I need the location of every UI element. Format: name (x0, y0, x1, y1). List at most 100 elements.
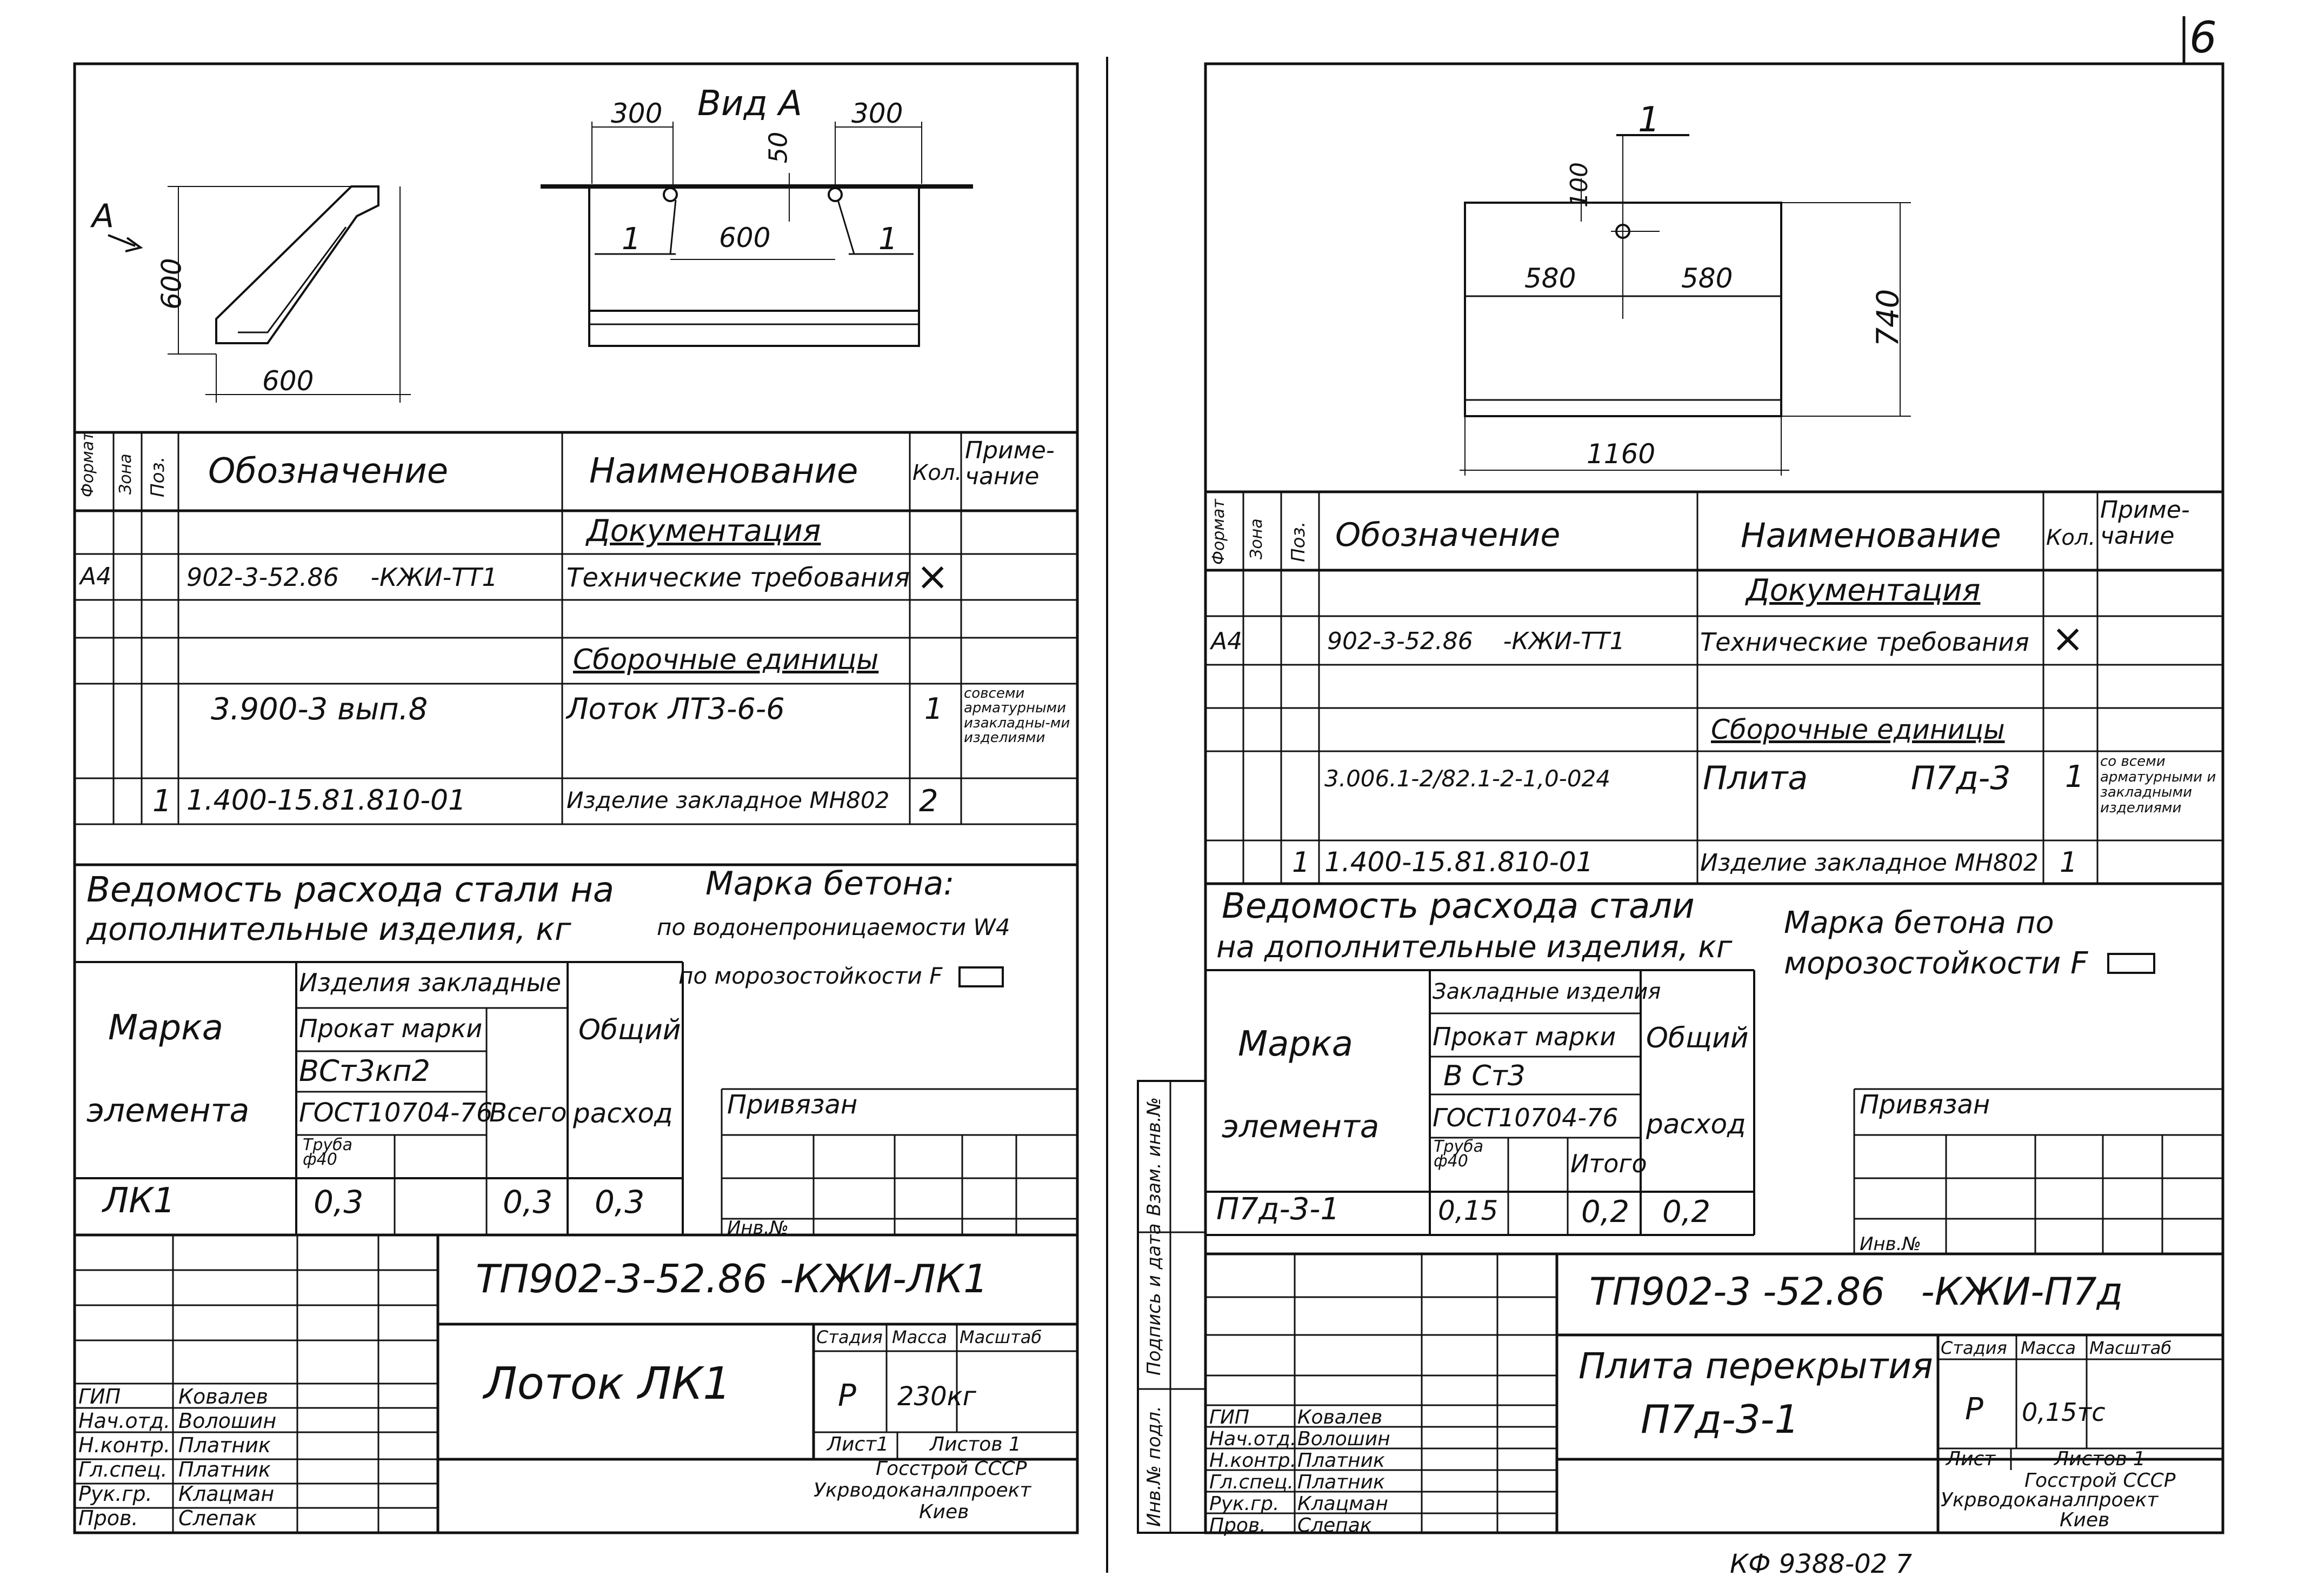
embedded-header: Изделия закладные (299, 968, 562, 997)
r-sheet: Лист (1946, 1448, 1996, 1470)
item-title: Лоток ЛК1 (484, 1358, 731, 1410)
role-person: Клацман (178, 1482, 275, 1506)
r-row1-qty: × (2051, 616, 2084, 661)
r-doc-code: ТП902-3 -52.86 -КЖИ-П7д (1589, 1270, 2123, 1314)
steel-title-1: Ведомость расхода стали на (86, 870, 615, 910)
role-title: ГИП (1209, 1406, 1250, 1428)
r-row3-name: Изделие закладное МН802 (1700, 849, 2039, 877)
steel-row-overall: 0,3 (595, 1184, 645, 1220)
r-overall-2: расход (1646, 1108, 1746, 1140)
r-item-title-1: Плита перекрытия (1578, 1345, 1933, 1387)
r-stage-header: Стадия (1941, 1338, 2007, 1358)
r-hdr-qty: Кол. (2046, 525, 2096, 550)
r-mass-header: Масса (2021, 1338, 2076, 1358)
role-person: Платник (178, 1458, 271, 1481)
role-title: Рук.гр. (1209, 1493, 1280, 1515)
r-hdr-zone: Зона (1247, 518, 1266, 559)
role-title: Пров. (1209, 1514, 1266, 1537)
r-hdr-note: Приме-чание (2100, 496, 2190, 550)
dim-740: 740 (1870, 289, 1906, 347)
hdr-name: Наименование (589, 451, 858, 491)
hdr-format: Формат (78, 431, 97, 497)
steel-grade: ВСт3кп2 (299, 1054, 430, 1088)
r-hdr-pos: Поз. (1288, 521, 1309, 562)
right-cut: 1 (1638, 100, 1660, 140)
role-person: Волошин (1297, 1428, 1390, 1450)
gost: ГОСТ10704-76 (299, 1098, 493, 1128)
hdr-pos: Поз. (147, 456, 169, 497)
sheets: Листов 1 (930, 1433, 1021, 1455)
r-row1-format: А4 (1211, 627, 1243, 655)
r-section-documentation: Документация (1746, 573, 1981, 608)
r-row1-designation: 902-3-52.86 -КЖИ-ТТ1 (1327, 627, 1625, 655)
role-title: Рук.гр. (78, 1482, 152, 1506)
concrete-3: по морозостойкости F (678, 963, 943, 989)
cut-1b: 1 (878, 222, 898, 257)
overall-2: расход (573, 1098, 673, 1129)
r-hdr-designation: Обозначение (1335, 516, 1561, 554)
r-rolled-header: Прокат марки (1433, 1022, 1616, 1051)
r-section-assembly: Сборочные единицы (1711, 714, 2005, 745)
attached: Привязан (727, 1090, 858, 1120)
scale-header: Масштаб (960, 1327, 1042, 1347)
section-assembly: Сборочные единицы (573, 644, 879, 676)
hdr-designation: Обозначение (208, 451, 449, 491)
section-documentation: Документация (587, 513, 821, 549)
row1-format: А4 (80, 563, 112, 590)
row1-designation: 902-3-52.86 -КЖИ-ТТ1 (186, 563, 498, 592)
r-mark-1: Марка (1238, 1024, 1353, 1064)
steel-title-2: дополнительные изделия, кг (86, 911, 571, 947)
dim-300a: 300 (611, 98, 663, 129)
steel-row-mark: ЛК1 (103, 1181, 176, 1221)
dim-600-center: 600 (719, 222, 771, 253)
cut-1a: 1 (622, 222, 641, 257)
r-row2-qty: 1 (2065, 759, 2084, 794)
hdr-zone: Зона (116, 453, 135, 495)
r-row3-qty: 1 (2060, 846, 2078, 879)
role-title: Гл.спец. (1209, 1471, 1294, 1493)
r-gost: ГОСТ10704-76 (1433, 1103, 1618, 1132)
role-person: Волошин (178, 1409, 277, 1433)
dim-50: 50 (763, 131, 793, 164)
row2-designation: 3.900-3 вып.8 (211, 692, 428, 727)
dim-600-horiz: 600 (262, 365, 314, 397)
r-item-title-2: П7д-3-1 (1641, 1397, 1800, 1442)
row1-qty: × (916, 553, 949, 599)
steel-row-total: 0,3 (503, 1184, 553, 1220)
r-steel-row-total: 0,2 (1581, 1194, 1630, 1230)
org-3: Киев (919, 1501, 969, 1523)
role-person: Платник (178, 1433, 271, 1457)
org-2: Укрводоканалпроект (814, 1479, 1031, 1501)
r-scale-header: Масштаб (2089, 1338, 2172, 1358)
r-inv: Инв.№ (1860, 1233, 1921, 1255)
role-person: Ковалев (1297, 1406, 1383, 1428)
role-title: Нач.отд. (1209, 1428, 1297, 1450)
dim-100: 100 (1565, 162, 1593, 208)
view-label: Вид А (697, 84, 802, 124)
r-stage-value: Р (1965, 1392, 1983, 1427)
row2-name: Лоток ЛТ3-6-6 (567, 692, 785, 726)
r-org-1: Госстрой СССР (2024, 1470, 2176, 1492)
rolled-header: Прокат марки (299, 1014, 483, 1043)
r-hdr-format: Формат (1209, 499, 1228, 565)
row3-designation: 1.400-15.81.810-01 (186, 784, 467, 817)
r-pipe: Труба ф40 (1434, 1137, 1484, 1171)
sheet: Лист1 (827, 1433, 889, 1455)
r-row1-name: Технические требования (1700, 627, 2029, 657)
r-row2-name: Плита П7д-3 (1703, 759, 2011, 797)
role-person: Платник (1297, 1471, 1385, 1493)
arrow-label: А (92, 197, 115, 235)
org-1: Госстрой СССР (876, 1458, 1027, 1480)
side-label-3: Инв.№ подл. (1143, 1406, 1165, 1527)
mass-header: Масса (892, 1327, 948, 1347)
role-person: Клацман (1297, 1493, 1388, 1515)
r-sheets: Листов 1 (2054, 1448, 2146, 1470)
dim-1160: 1160 (1587, 438, 1656, 470)
role-title: Гл.спец. (78, 1458, 168, 1481)
role-person: Платник (1297, 1450, 1385, 1472)
steel-row-pipe: 0,3 (314, 1184, 364, 1220)
r-steel-title-2: на дополнительные изделия, кг (1216, 930, 1733, 965)
stage-value: Р (838, 1378, 856, 1413)
r-row3-designation: 1.400-15.81.810-01 (1324, 846, 1594, 878)
dim-300b: 300 (851, 98, 903, 129)
